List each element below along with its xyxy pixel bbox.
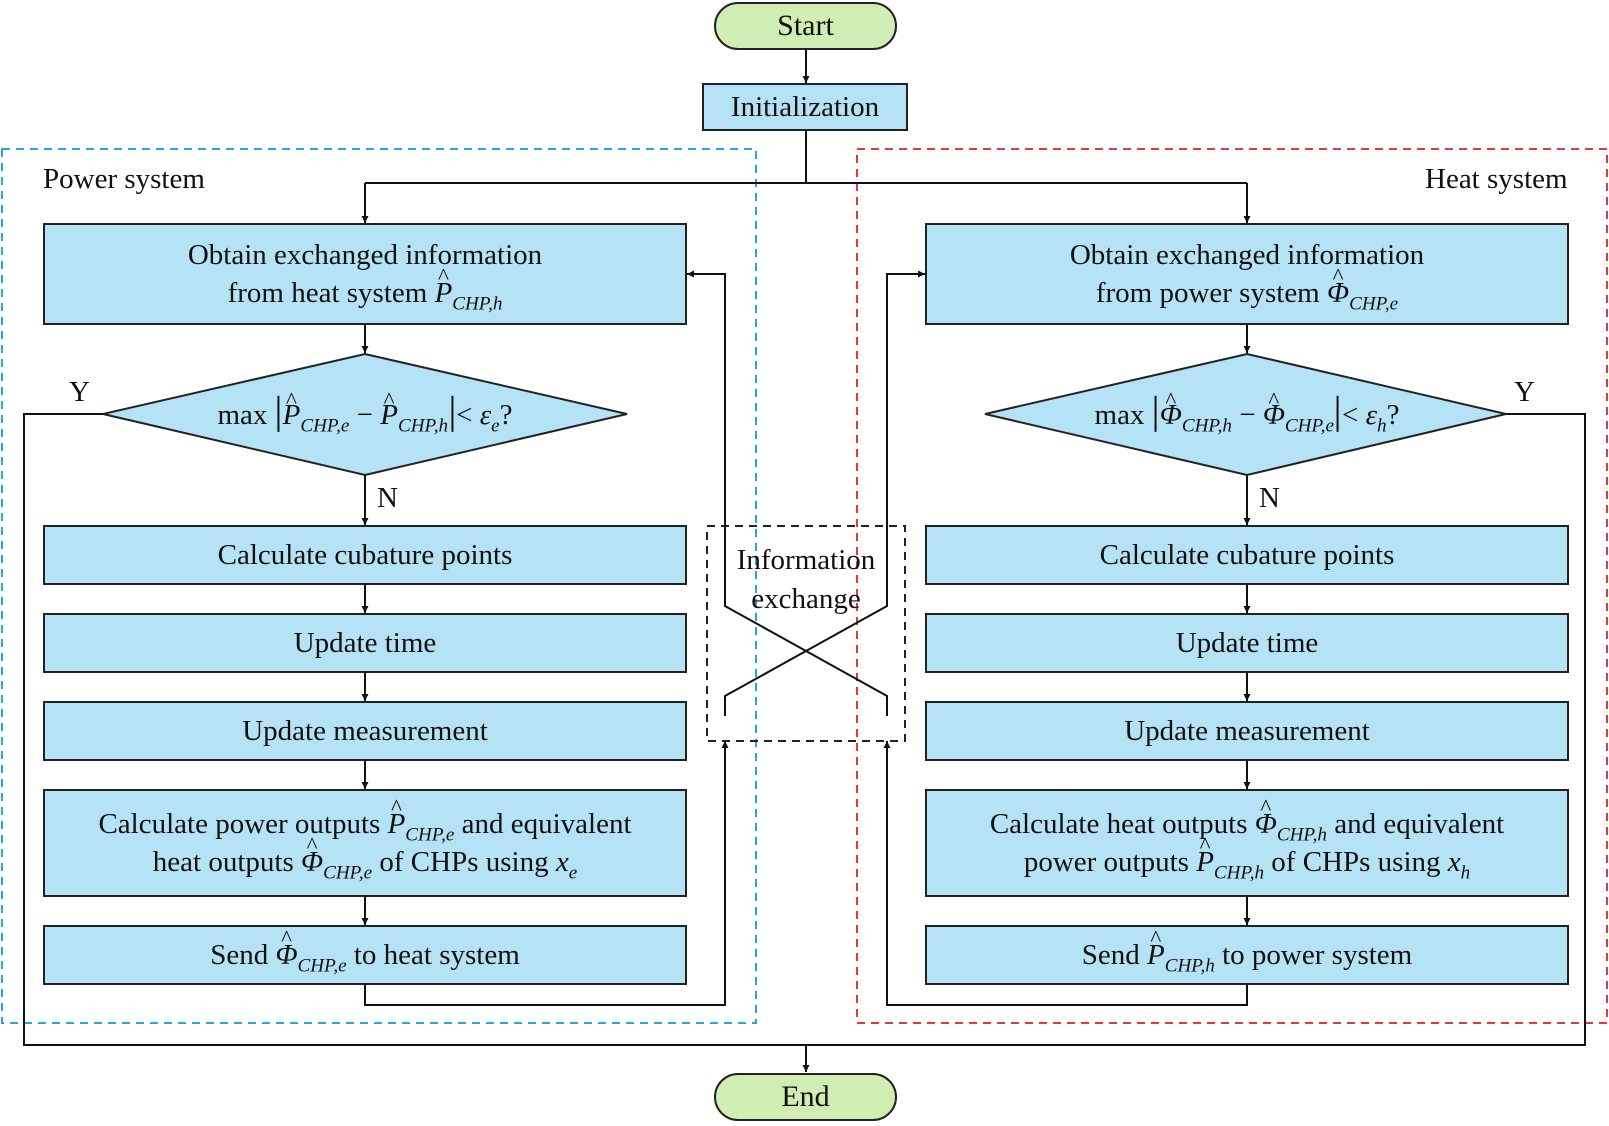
initialization-box: Initialization	[702, 83, 908, 131]
heat-decision-no: N	[1259, 482, 1280, 514]
initialization-label: Initialization	[730, 90, 880, 123]
info-exchange-line-1: Information	[736, 544, 876, 576]
heat-send-label: Send PCHP,h to power system	[1082, 924, 1412, 975]
power-cubature-label: Calculate cubature points	[217, 538, 513, 571]
power-update-measurement-label: Update measurement	[242, 714, 488, 747]
heat-cubature-box: Calculate cubature points	[925, 525, 1569, 585]
heat-calc-line-1: Calculate heat outputs ΦCHP,h and equiva…	[990, 793, 1504, 844]
heat-send-box: Send PCHP,h to power system	[925, 924, 1569, 985]
power-system-title: Power system	[43, 163, 205, 195]
power-system-frame	[1, 148, 757, 1024]
heat-cubature-label: Calculate cubature points	[1099, 538, 1395, 571]
power-calc-line-2: heat outputs ΦCHP,e of CHPs using xe	[153, 831, 577, 882]
info-exchange-line-2: exchange	[751, 583, 861, 616]
heat-update-time-label: Update time	[1175, 626, 1319, 659]
start-terminal: Start	[714, 2, 897, 50]
power-obtain-line-1: Obtain exchanged information	[187, 238, 543, 271]
heat-obtain-line-2: from power system ΦCHP,e	[1096, 262, 1398, 313]
power-decision-yes: Y	[69, 376, 90, 408]
power-decision-label: max PCHP,e − PCHP,h< εe?	[217, 387, 512, 435]
power-update-time-box: Update time	[43, 613, 687, 673]
info-exchange-frame	[706, 525, 906, 742]
heat-update-measurement-box: Update measurement	[925, 701, 1569, 761]
power-convergence-decision	[102, 352, 628, 477]
heat-calculate-outputs-box: Calculate heat outputs ΦCHP,h and equiva…	[925, 789, 1569, 897]
info-exchange-label: Information exchange	[707, 541, 905, 619]
heat-decision-label: max ΦCHP,h − ΦCHP,e< εh?	[1095, 387, 1400, 435]
heat-update-measurement-label: Update measurement	[1124, 714, 1370, 747]
power-obtain-line-2: from heat system PCHP,h	[228, 262, 503, 313]
power-update-measurement-box: Update measurement	[43, 701, 687, 761]
power-send-box: Send ΦCHP,e to heat system	[43, 924, 687, 985]
heat-system-title: Heat system	[1425, 163, 1568, 195]
heat-decision-yes: Y	[1514, 376, 1535, 408]
end-terminal: End	[714, 1073, 897, 1121]
heat-obtain-line-1: Obtain exchanged information	[1069, 238, 1425, 271]
power-obtain-box: Obtain exchanged information from heat s…	[43, 223, 687, 325]
power-decision-no: N	[377, 482, 398, 514]
heat-calc-line-2: power outputs PCHP,h of CHPs using xh	[1024, 831, 1470, 882]
power-calculate-outputs-box: Calculate power outputs PCHP,e and equiv…	[43, 789, 687, 897]
heat-convergence-decision	[984, 352, 1507, 477]
power-cubature-box: Calculate cubature points	[43, 525, 687, 585]
power-update-time-label: Update time	[293, 626, 437, 659]
heat-update-time-box: Update time	[925, 613, 1569, 673]
power-calc-line-1: Calculate power outputs PCHP,e and equiv…	[98, 793, 631, 844]
power-send-label: Send ΦCHP,e to heat system	[210, 924, 520, 975]
heat-obtain-box: Obtain exchanged information from power …	[925, 223, 1569, 325]
